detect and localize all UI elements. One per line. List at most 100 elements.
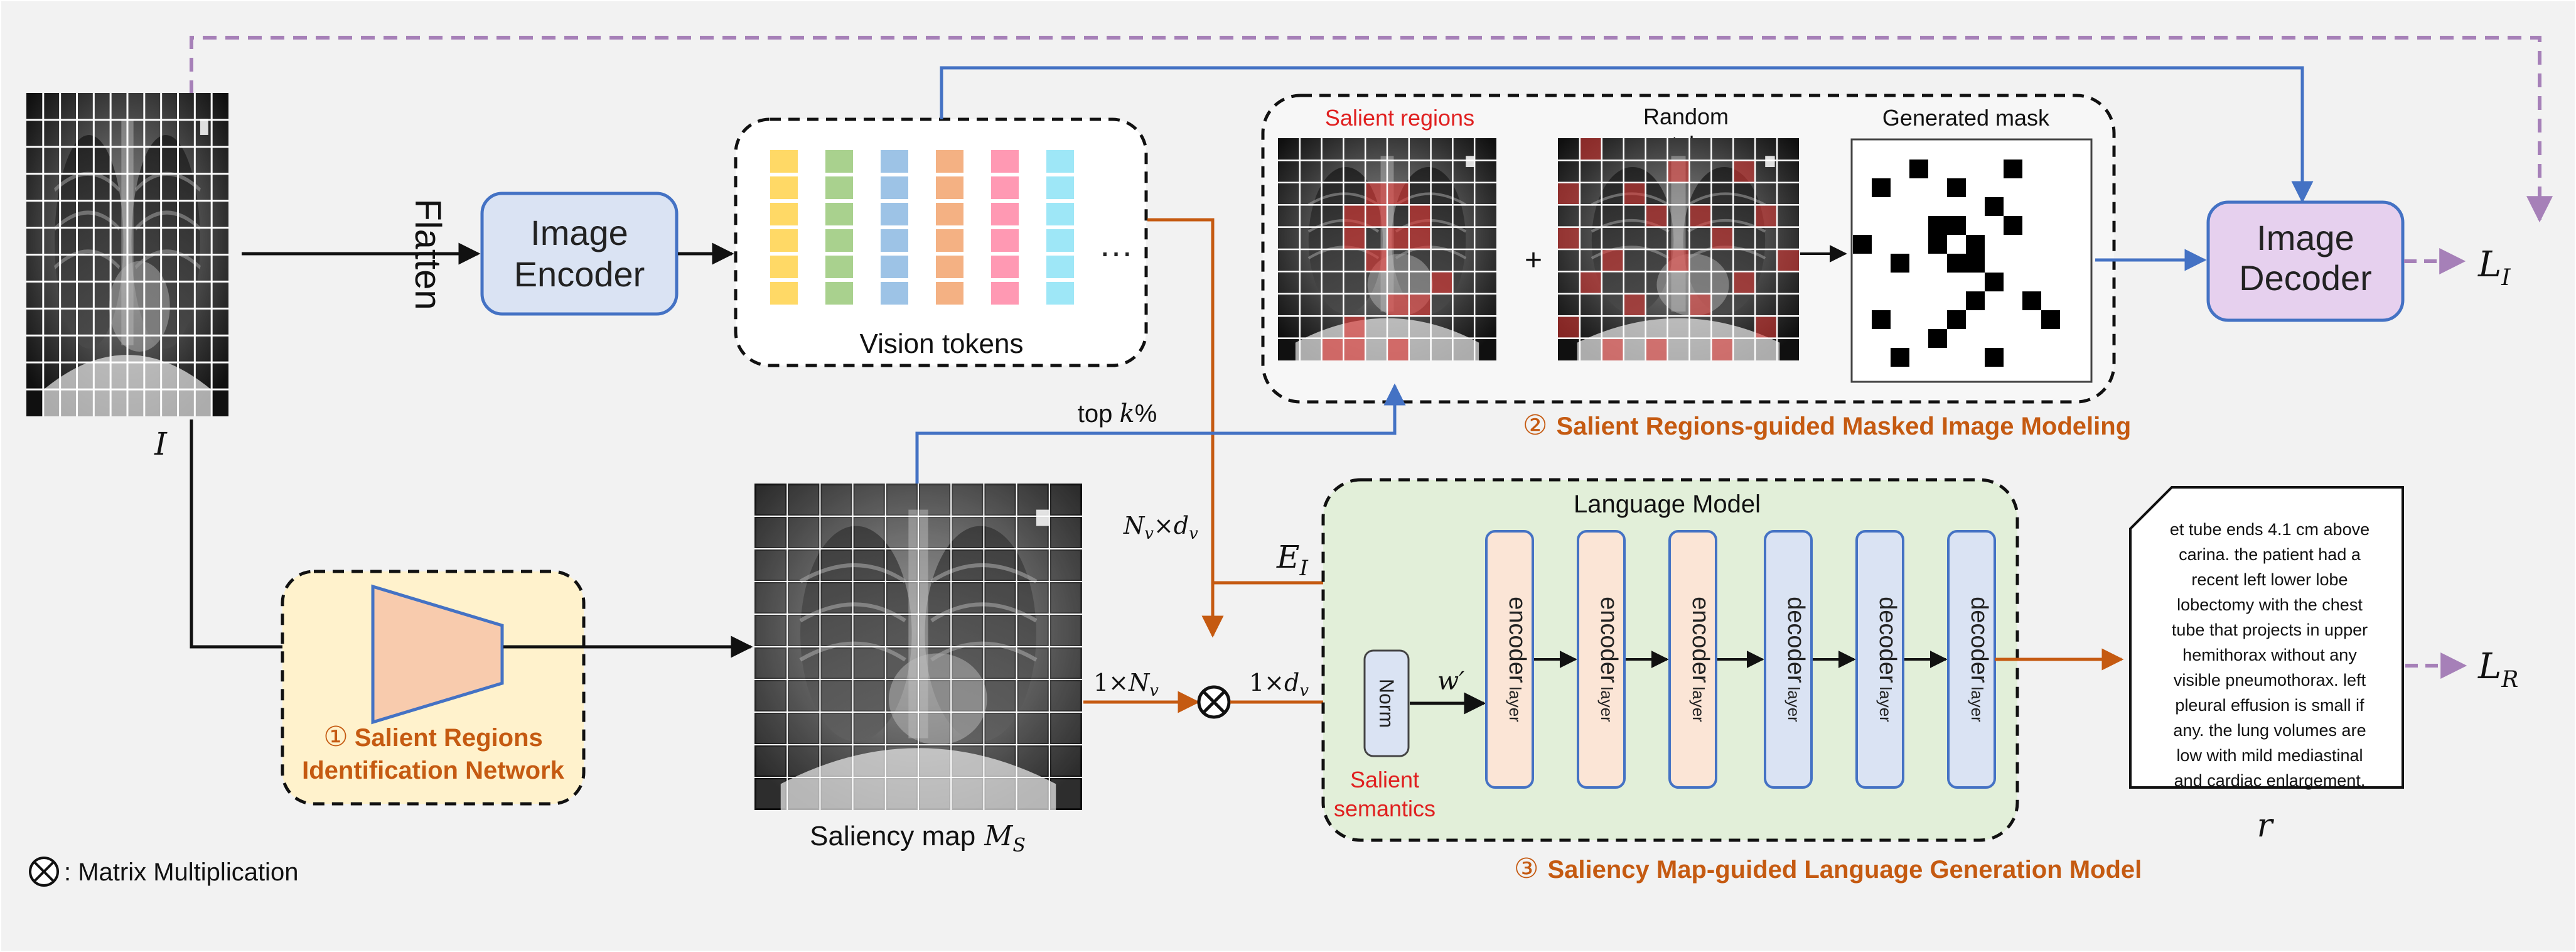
random-patch (1623, 293, 1646, 316)
image-decoder-box[interactable]: Image Decoder (2206, 200, 2405, 322)
salient-patch (1365, 205, 1387, 227)
saliency-cell (854, 518, 884, 547)
saliency-cell (985, 779, 1015, 808)
saliency-cell (822, 583, 851, 612)
salient-patch (1387, 182, 1409, 205)
salient-regions-image (1278, 138, 1496, 360)
mask-block (1985, 348, 2004, 367)
language-model-title: Language Model (1574, 490, 1761, 518)
saliency-cell (920, 551, 949, 580)
salient-semantics-line2: semantics (1334, 796, 1436, 821)
report-line: et tube ends 4.1 cm above (2170, 520, 2369, 539)
saliency-cell (920, 616, 949, 645)
vision-token (1045, 202, 1075, 227)
vision-token (879, 175, 910, 200)
salient-patch (1343, 338, 1366, 360)
encoder-layer: encoderlayer (1485, 530, 1534, 789)
saliency-cell (887, 779, 916, 808)
decoder-layer: decoderlayer (1855, 530, 1904, 789)
saliency-cell (887, 649, 916, 678)
saliency-cell (789, 779, 818, 808)
vision-token (1045, 228, 1075, 253)
dim-ei: EI (1276, 539, 1309, 581)
generated-mask-image (1850, 138, 2093, 383)
random-patch (1579, 271, 1602, 294)
matrix-multiplication-symbol (1197, 685, 1231, 719)
saliency-cell (1051, 485, 1080, 514)
salient-patch (1343, 205, 1366, 227)
mask-block (1909, 160, 1928, 178)
saliency-cell (854, 779, 884, 808)
saliency-cell (920, 747, 949, 776)
vision-token (879, 281, 910, 306)
saliency-cell (1018, 747, 1048, 776)
random-patch (1711, 227, 1734, 249)
random-patch (1645, 205, 1668, 227)
saliency-cell (920, 518, 949, 547)
saliency-cell (1018, 714, 1048, 743)
saliency-cell (985, 681, 1015, 710)
salient-patch (1430, 271, 1453, 294)
vision-token (990, 202, 1020, 227)
salient-patch (1321, 338, 1344, 360)
layer-label: decoderlayer (1874, 597, 1901, 722)
saliency-cell (887, 681, 916, 710)
vision-token (935, 202, 965, 227)
norm-label: Norm (1375, 679, 1398, 728)
saliency-cell (920, 714, 949, 743)
vision-token (990, 149, 1020, 174)
saliency-cell (985, 616, 1015, 645)
vision-token (769, 228, 799, 253)
random-patch (1579, 138, 1602, 161)
saliency-cell (1018, 616, 1048, 645)
saliency-cell (822, 518, 851, 547)
vision-token (879, 228, 910, 253)
saliency-cell (985, 649, 1015, 678)
saliency-cell (789, 551, 818, 580)
dim-nv-dv: Nv×dv (1123, 512, 1198, 543)
mask-block (1928, 329, 1947, 348)
generated-report: et tube ends 4.1 cm above carina. the pat… (2129, 486, 2404, 790)
saliency-cell (1051, 518, 1080, 547)
saliency-cell (854, 714, 884, 743)
saliency-cell (756, 616, 785, 645)
saliency-cell (985, 583, 1015, 612)
saliency-cell (789, 681, 818, 710)
saliency-cell (789, 649, 818, 678)
image-reconstruction-target-line (190, 36, 2553, 223)
report-line: visible pneumothorax. left (2174, 671, 2366, 690)
random-patch (1558, 316, 1580, 338)
layer-label: encoderlayer (1504, 597, 1530, 722)
random-patch (1558, 227, 1580, 249)
generated-mask-label: Generated mask (1882, 105, 2050, 131)
mask-block (2041, 310, 2060, 329)
saliency-cell (953, 518, 982, 547)
saliency-cell (920, 485, 949, 514)
saliency-cell (985, 747, 1015, 776)
vision-token (879, 254, 910, 279)
saliency-cell (887, 714, 916, 743)
vision-token (990, 228, 1020, 253)
mask-block (1891, 348, 1909, 367)
salient-regions-label: Salient regions (1325, 105, 1474, 131)
vision-token (879, 202, 910, 227)
image-encoder-box[interactable]: Image Encoder (480, 192, 679, 316)
language-model-layers: encoderlayerencoderlayerencoderlayerdeco… (1485, 530, 1996, 789)
salient-semantics-line1: Salient (1350, 767, 1419, 792)
saliency-cell (1051, 747, 1080, 776)
mask-block (2004, 160, 2022, 178)
report-line: carina. the patient had a (2179, 545, 2361, 564)
loss-report: LR (2477, 646, 2518, 693)
vision-token (769, 175, 799, 200)
random-patch (1623, 182, 1646, 205)
saliency-cell (1018, 681, 1048, 710)
saliency-cell (854, 747, 884, 776)
input-image-label: I (154, 426, 168, 462)
mask-block (1872, 178, 1891, 197)
saliency-cell (985, 485, 1015, 514)
mask-block (1891, 254, 1909, 273)
random-patches-line1: Random (1643, 104, 1729, 129)
saliency-cell (887, 616, 916, 645)
